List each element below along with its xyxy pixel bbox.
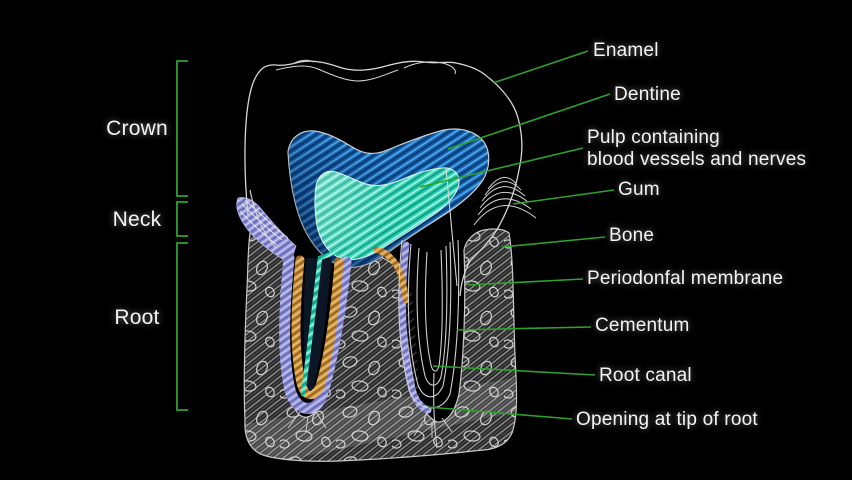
- periodontal-band: [291, 255, 344, 400]
- label-pulp: Pulp containing blood vessels and nerves: [587, 127, 806, 171]
- label-enamel: Enamel: [593, 40, 659, 61]
- cementum-band: [279, 252, 352, 414]
- socket-shadow: [404, 290, 420, 395]
- root-dentine: [303, 258, 332, 392]
- label-pulp-line2: blood vessels and nerves: [587, 149, 807, 170]
- enamel-outline: [244, 59, 523, 297]
- root-tip-fibers: [413, 417, 453, 438]
- left-root: [279, 245, 352, 433]
- leader-periodontal: [467, 278, 584, 286]
- bracket-neck: [176, 201, 188, 237]
- leader-cementum: [456, 326, 592, 331]
- opening-channel: [433, 372, 438, 449]
- bracket-crown: [176, 60, 188, 197]
- leader-dentine: [447, 93, 611, 150]
- label-opening: Opening at tip of root: [576, 409, 758, 430]
- label-crown: Crown: [106, 117, 168, 140]
- pulp-region: [314, 167, 460, 261]
- label-neck: Neck: [112, 208, 162, 231]
- leader-lines: [419, 50, 615, 420]
- leader-root-canal: [432, 365, 596, 376]
- right-root: [373, 239, 460, 449]
- label-root: Root: [114, 306, 160, 329]
- leader-opening: [427, 406, 573, 420]
- root-canal-pulp: [300, 245, 347, 397]
- root-tip-fibers: [287, 411, 327, 433]
- label-periodontal: Periodonfal membrane: [587, 268, 784, 289]
- label-root-canal: Root canal: [599, 365, 692, 386]
- bracket-root: [176, 242, 188, 411]
- label-dentine: Dentine: [614, 84, 681, 105]
- label-pulp-line1: Pulp containing: [587, 127, 720, 148]
- leader-pulp: [419, 147, 584, 188]
- leader-gum: [512, 189, 615, 205]
- leader-enamel: [492, 50, 589, 84]
- label-cementum: Cementum: [595, 315, 690, 336]
- brackets: [176, 60, 188, 411]
- gum-right-arcs: [473, 177, 537, 226]
- label-gum: Gum: [618, 179, 660, 200]
- label-bone: Bone: [609, 225, 655, 246]
- leader-bone: [501, 236, 606, 248]
